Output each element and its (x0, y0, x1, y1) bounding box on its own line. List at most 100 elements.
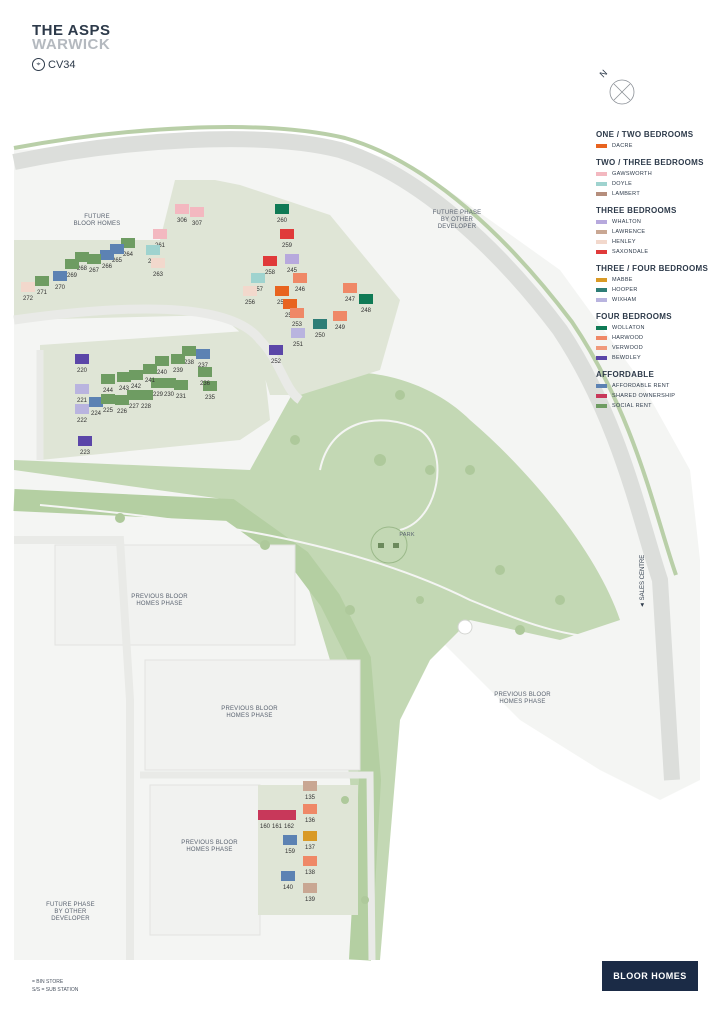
plot: 264 (121, 238, 135, 258)
development-town: WARWICK (32, 36, 111, 53)
label-previous-4: PREVIOUS BLOOR HOMES PHASE (494, 692, 551, 705)
house-block (174, 380, 188, 390)
legend-label: HENLEY (612, 239, 636, 245)
plot: 227 (127, 390, 141, 410)
plot-number: 230 (164, 392, 175, 398)
park-marker (370, 526, 408, 564)
postcode: ⌖ CV34 (32, 58, 110, 71)
house-block (171, 354, 185, 364)
house-block (75, 252, 89, 262)
plot-number: 252 (271, 359, 282, 365)
plot: 269 (65, 259, 79, 279)
label-future-phase-bottom: FUTURE PHASE BY OTHER DEVELOPER (46, 902, 95, 922)
plot: 224 (89, 397, 103, 417)
plot: 265 (110, 244, 124, 264)
house-block (100, 250, 114, 260)
plot-number: 136 (305, 818, 316, 824)
legend-item: LAMBERT (596, 191, 706, 197)
house-block (280, 229, 294, 239)
house-block (303, 883, 317, 893)
plot: 222 (75, 404, 89, 424)
plot-number: 260 (277, 218, 288, 224)
plot: 243 (117, 372, 131, 392)
house-block (121, 238, 135, 248)
legend-item: AFFORDABLE RENT (596, 383, 706, 389)
header: THE ASPS WARWICK ⌖ CV34 (32, 22, 111, 71)
house-block (21, 282, 35, 292)
house-block (303, 804, 317, 814)
plot-number: 248 (361, 308, 372, 314)
plot: 226 (115, 395, 129, 415)
plot-number: 235 (205, 395, 216, 401)
house-block (258, 810, 272, 820)
plot-number: 265 (112, 258, 123, 264)
compass-icon: N (598, 68, 635, 105)
legend-swatch (596, 356, 607, 360)
plot: 258 (263, 256, 277, 276)
legend-item: WHALTON (596, 219, 706, 225)
legend-label: SAXONDALE (612, 249, 649, 255)
legend-label: DOYLE (612, 181, 633, 187)
house-block (198, 367, 212, 377)
bin-store-key: = BIN STORE (32, 979, 64, 985)
legend-heading: FOUR BEDROOMS (596, 312, 672, 321)
legend-item: GAWSWORTH (596, 171, 706, 177)
plot-number: 246 (295, 287, 306, 293)
plot-number: 160 (260, 824, 271, 830)
legend-label: LAMBERT (612, 191, 640, 197)
plot-number: 253 (292, 322, 303, 328)
park-trees (115, 390, 565, 904)
west-link-road (14, 536, 134, 960)
plot: 244 (101, 374, 115, 394)
location-pin-icon: ⌖ (32, 58, 45, 71)
main-road (12, 131, 680, 781)
legend-heading: TWO / THREE BEDROOMS (596, 158, 704, 167)
plot: 307 (190, 207, 204, 227)
house-block (263, 256, 277, 266)
plot-number: 237 (198, 363, 209, 369)
house-block (143, 364, 157, 374)
legend-item: HOOPER (596, 287, 706, 293)
legend-label: AFFORDABLE RENT (612, 383, 670, 389)
house-block (75, 354, 89, 364)
house-block (290, 308, 304, 318)
house-block (333, 311, 347, 321)
house-block (270, 810, 284, 820)
plot-number: 241 (145, 378, 156, 384)
plot-number: 269 (67, 273, 78, 279)
house-block (75, 384, 89, 394)
plot-number: 240 (157, 370, 168, 376)
plot-number: 251 (293, 342, 304, 348)
plot-number: 239 (173, 368, 184, 374)
plot-number: 259 (282, 243, 293, 249)
plot-number: 159 (285, 849, 296, 855)
previous-phase-2 (144, 659, 361, 771)
plot-number: 249 (335, 325, 346, 331)
plot: 249 (333, 311, 347, 331)
legend-swatch (596, 192, 607, 196)
legend-label: BEWDLEY (612, 355, 641, 361)
plot-number: 250 (315, 333, 326, 339)
plot: 257 (251, 273, 265, 293)
plot: 138 (303, 856, 317, 876)
house-block (117, 372, 131, 382)
house-block (282, 810, 296, 820)
legend-item: LAWRENCE (596, 229, 706, 235)
legend-heading: AFFORDABLE (596, 370, 655, 379)
plot: 225 (101, 394, 115, 414)
legend-label: WOLLATON (612, 325, 645, 331)
house-block (75, 404, 89, 414)
house-block (115, 395, 129, 405)
house-block (153, 229, 167, 239)
house-block (303, 781, 317, 791)
legend-swatch (596, 404, 607, 408)
plot: 270 (53, 271, 67, 291)
plot: 248 (359, 294, 373, 314)
development-title: THE ASPS (32, 22, 111, 39)
house-block (101, 374, 115, 384)
plot: 247 (343, 283, 357, 303)
